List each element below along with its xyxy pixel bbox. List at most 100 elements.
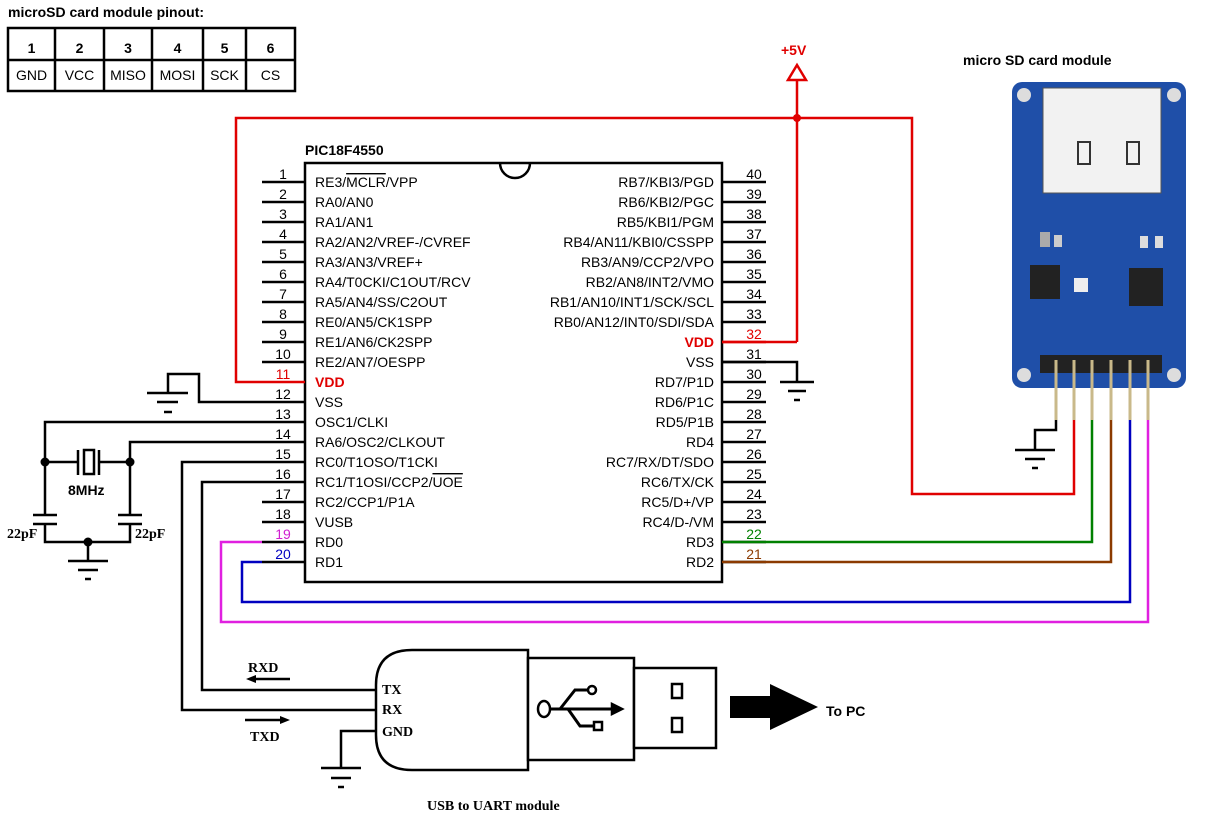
junction: [125, 457, 135, 467]
pin-label: RC5/D+/VP: [641, 494, 714, 510]
pin-number: 29: [746, 386, 762, 402]
pinout-number: 3: [124, 40, 132, 56]
pin-number: 35: [746, 266, 762, 282]
pinout-number: 5: [221, 40, 229, 56]
pin-number: 5: [279, 246, 287, 262]
pin-label: RC4/D-/VM: [642, 514, 714, 530]
pin-number: 20: [275, 546, 291, 562]
sd-module-image: [1012, 82, 1186, 420]
pin-number: 19: [275, 526, 291, 542]
pin-number: 16: [275, 466, 291, 482]
txd-label: TXD: [250, 730, 280, 745]
pin-label: RD4: [686, 434, 714, 450]
pinout-name: VCC: [65, 67, 95, 83]
vdd-wire: [234, 116, 1076, 496]
pin-label: RD2: [686, 554, 714, 570]
pin-label: RC7/RX/DT/SDO: [606, 454, 714, 470]
pin-number: 36: [746, 246, 762, 262]
pin-number: 27: [746, 426, 762, 442]
pin-number: 25: [746, 466, 762, 482]
pinout-name: MOSI: [160, 67, 196, 83]
pin-number: 1: [279, 166, 287, 182]
sd-wires: [219, 420, 1150, 624]
pin-label: RB0/AN12/INT0/SDI/SDA: [554, 314, 715, 330]
pin-number: 31: [746, 346, 762, 362]
pin-label: RA1/AN1: [315, 214, 374, 230]
pin-label: RB1/AN10/INT1/SCK/SCL: [550, 294, 714, 310]
pin-number: 8: [279, 306, 287, 322]
pin-number: 34: [746, 286, 762, 302]
pin-label: RA2/AN2/VREF-/CVREF: [315, 234, 471, 250]
pin-label: RD5/P1B: [656, 414, 714, 430]
arrow-right-icon: [730, 684, 818, 730]
pin-label: RC0/T1OSO/T1CKI: [315, 454, 438, 470]
uart-pin-gnd: GND: [382, 725, 413, 740]
cap-right-label: 22pF: [135, 527, 165, 542]
pin-label: RC6/TX/CK: [641, 474, 715, 490]
pinout-number: 2: [76, 40, 84, 56]
cap-left-label: 22pF: [7, 527, 37, 542]
pin-number: 21: [746, 546, 762, 562]
usb-uart-module: [374, 648, 718, 772]
vss-left-ground: [147, 372, 262, 414]
pin-label: RD6/P1C: [655, 394, 714, 410]
mcu-name: PIC18F4550: [305, 142, 384, 158]
pin-label: RD3: [686, 534, 714, 550]
uart-pin-rx: RX: [382, 703, 402, 718]
pin-label: RC1/T1OSI/CCP2/UOE: [315, 474, 463, 490]
pin-label: RA6/OSC2/CLKOUT: [315, 434, 445, 450]
pinout-name: CS: [261, 67, 280, 83]
pin-number: 30: [746, 366, 762, 382]
pin-label: VSS: [315, 394, 343, 410]
pin-label: RD0: [315, 534, 343, 550]
pin-number: 2: [279, 186, 287, 202]
uart-module-title: USB to UART module: [427, 799, 560, 814]
pin-label: VSS: [686, 354, 714, 370]
pin-number: 40: [746, 166, 762, 182]
pin-number: 23: [746, 506, 762, 522]
pin-number: 7: [279, 286, 287, 302]
pin-number: 39: [746, 186, 762, 202]
pinout-number: 1: [28, 40, 36, 56]
pin-label: RB2/AN8/INT2/VMO: [586, 274, 714, 290]
uart-wires: [180, 460, 378, 789]
pin-label: RA0/AN0: [315, 194, 374, 210]
pin-number: 22: [746, 526, 762, 542]
junction: [40, 457, 50, 467]
oscillator-circuit: [33, 420, 262, 581]
pin-number: 15: [275, 446, 291, 462]
txd-arrow-icon: [280, 716, 290, 724]
to-pc-label: To PC: [826, 703, 865, 719]
pin-number: 37: [746, 226, 762, 242]
pin-label: RB3/AN9/CCP2/VPO: [581, 254, 714, 270]
pin-number: 26: [746, 446, 762, 462]
pin-label: VUSB: [315, 514, 353, 530]
vdd-supply-symbol: +5V: [781, 42, 809, 342]
pin-number: 38: [746, 206, 762, 222]
pin-label: RA3/AN3/VREF+: [315, 254, 423, 270]
mcu-body: [303, 161, 724, 584]
